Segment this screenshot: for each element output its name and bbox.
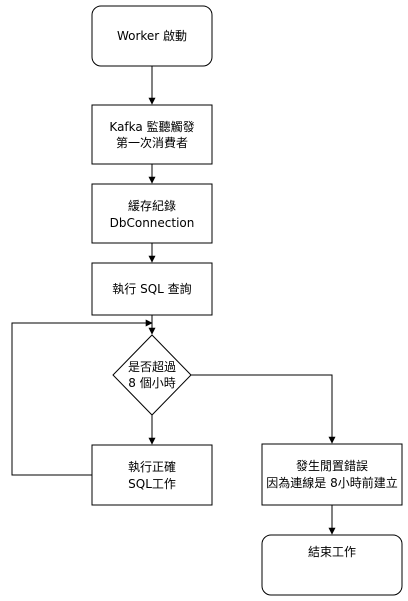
node-execute-query-label: 執行 SQL 查詢 [112, 281, 191, 296]
connectors [11, 66, 336, 535]
node-kafka-trigger: Kafka 監聽觸發 第一次消費者 [91, 104, 213, 165]
node-decision-line-1: 是否超過 [128, 359, 176, 374]
node-end-work-label: 結束工作 [308, 545, 356, 559]
node-execute-query: 執行 SQL 查詢 [91, 262, 213, 316]
edge-loop-back [11, 319, 153, 476]
node-idle-error: 發生閒置錯誤 因為連線是 8小時前建立 [261, 443, 403, 506]
node-cache-connection-line-1: 緩存紀錄 [128, 198, 176, 213]
node-end-work: 結束工作 [261, 534, 403, 596]
node-kafka-trigger-line-1: Kafka 監聽觸發 [109, 119, 194, 134]
edge-decision-to-error [191, 374, 336, 444]
node-cache-connection-line-2: DbConnection [110, 216, 195, 230]
node-worker-start: Worker 啟動 [91, 5, 213, 67]
node-idle-error-line-1: 發生閒置錯誤 [296, 458, 368, 473]
node-execute-correct-line-2: SQL工作 [128, 477, 176, 491]
node-over-8-hours-decision: 是否超過 8 個小時 [112, 334, 192, 416]
node-idle-error-line-2: 因為連線是 8小時前建立 [266, 475, 397, 490]
node-decision-line-2: 8 個小時 [128, 376, 175, 390]
node-worker-start-label: Worker 啟動 [117, 28, 187, 43]
node-cache-connection: 緩存紀錄 DbConnection [91, 183, 213, 244]
node-kafka-trigger-line-2: 第一次消費者 [116, 135, 188, 150]
node-execute-correct: 執行正確 SQL工作 [91, 444, 213, 506]
node-execute-correct-line-1: 執行正確 [128, 459, 176, 474]
